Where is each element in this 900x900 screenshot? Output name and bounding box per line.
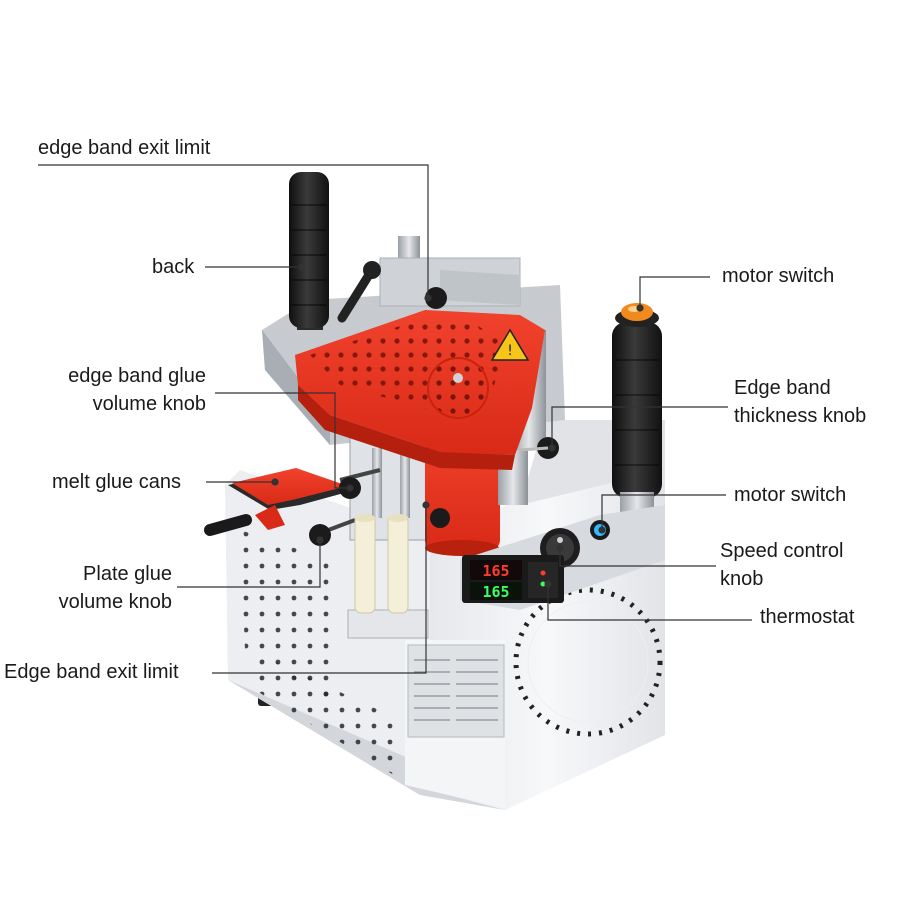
label-thermostat: thermostat — [760, 606, 855, 628]
thermostat-reading-top: 165 — [482, 562, 509, 580]
label-edge-band-exit-limit-bottom: Edge band exit limit — [4, 661, 179, 683]
label-plate-glue-volume-knob: Plate glue volume knob — [58, 563, 172, 613]
guide-rollers — [347, 514, 429, 639]
control-panel: 165 165 — [460, 505, 665, 610]
label-edge-band-thickness-knob: Edge band thickness knob — [734, 377, 867, 427]
star-knobs — [309, 287, 559, 546]
motor-switch-grip — [612, 303, 662, 522]
red-top-cover: ! — [295, 310, 545, 470]
label-edge-band-glue-volume-knob: edge band glue volume knob — [68, 365, 206, 415]
label-speed-control-knob: Speed control knob — [720, 540, 844, 590]
back-grip — [289, 172, 329, 330]
rating-plate — [407, 644, 505, 738]
svg-text:!: ! — [507, 343, 513, 359]
label-back: back — [152, 256, 195, 278]
label-melt-glue-cans: melt glue cans — [52, 471, 181, 493]
label-edge-band-exit-limit-top: edge band exit limit — [38, 137, 211, 159]
leader-lines — [38, 164, 752, 674]
label-motor-switch-top: motor switch — [722, 265, 835, 287]
thermostat-reading-bottom: 165 — [482, 583, 509, 601]
melt-glue-cans — [204, 468, 355, 536]
label-motor-switch-bottom: motor switch — [734, 484, 847, 506]
